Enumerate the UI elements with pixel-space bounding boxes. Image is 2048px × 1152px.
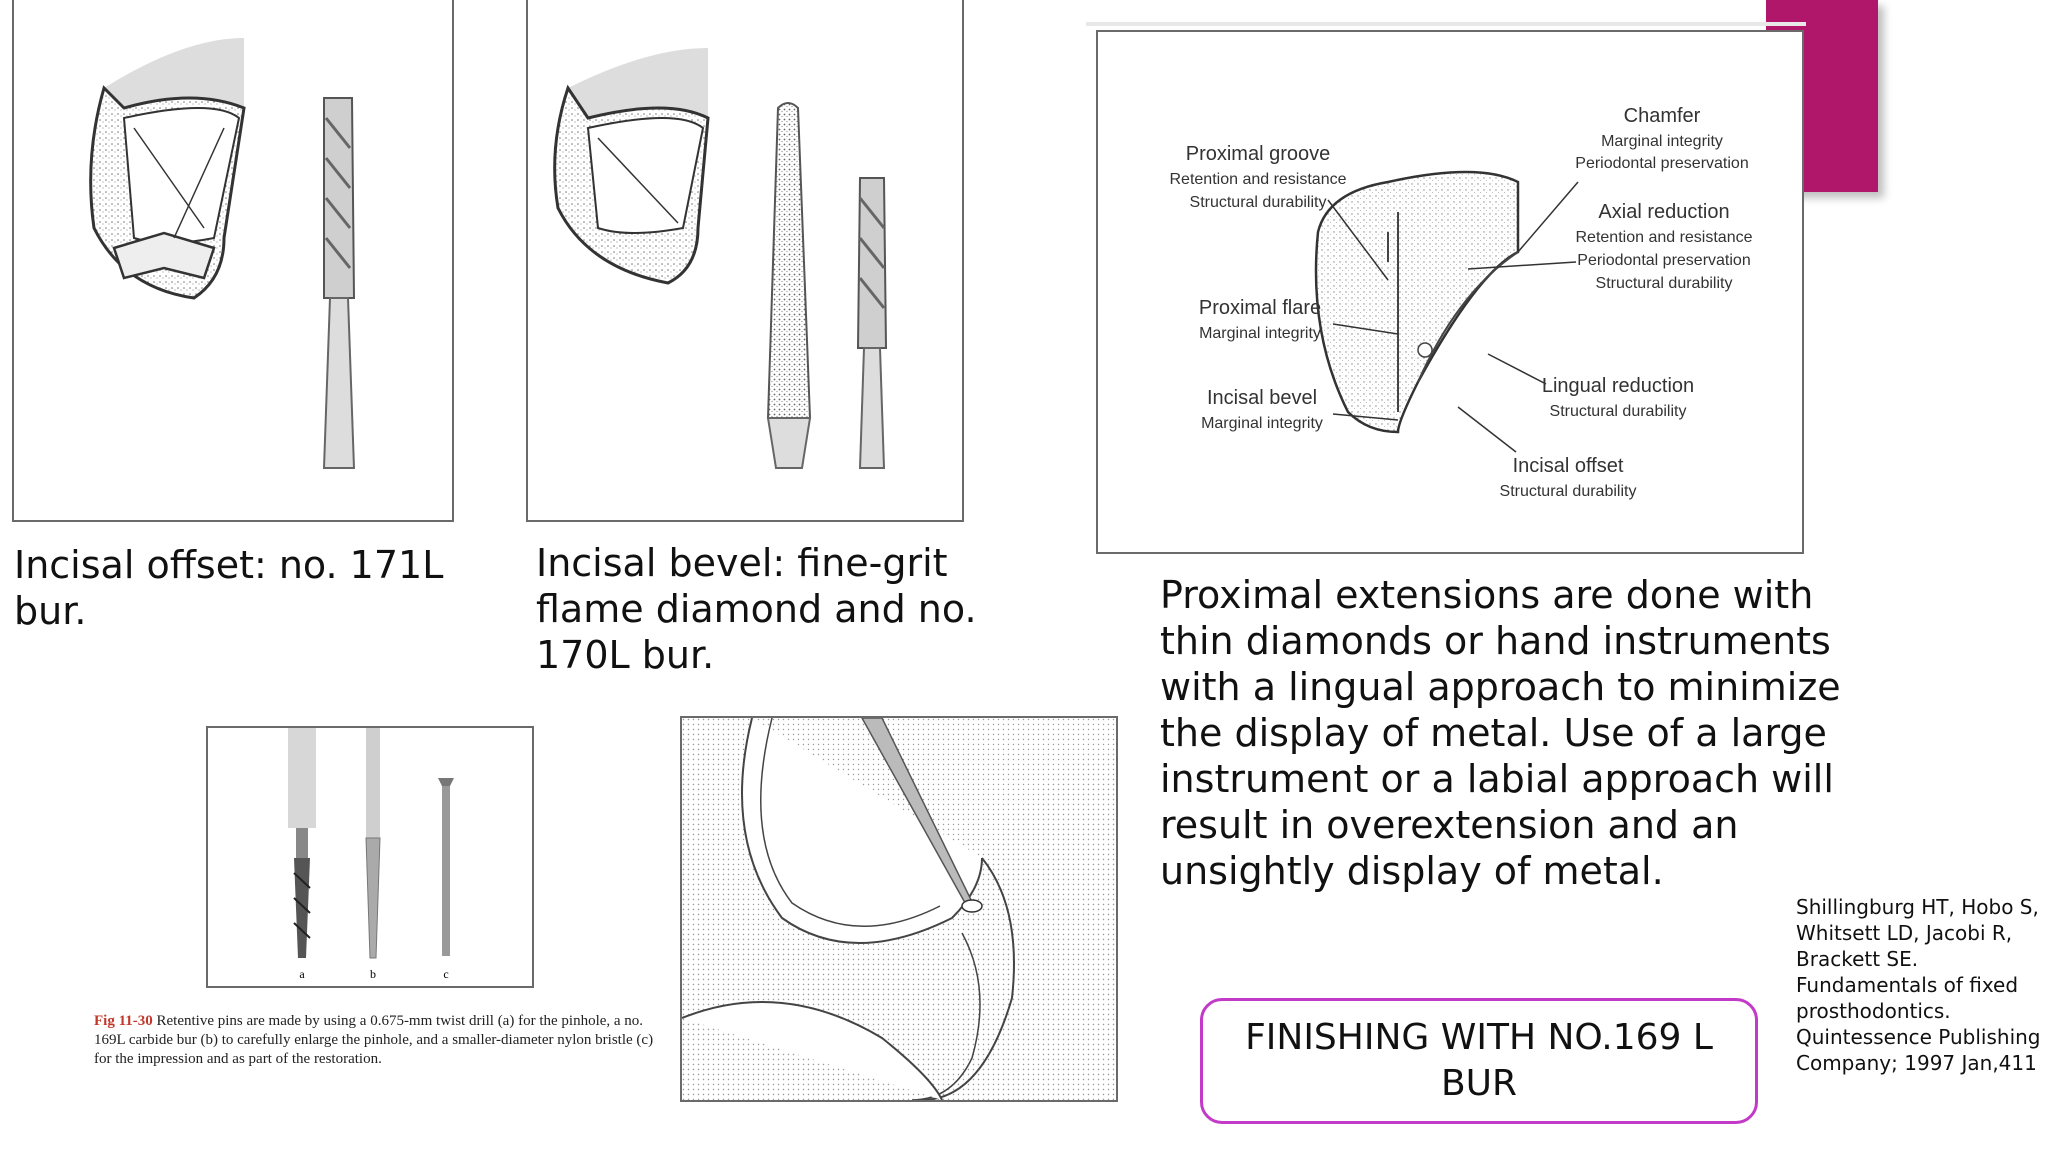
chamfer-title: Chamfer bbox=[1624, 105, 1701, 127]
lingual-reduction-title: Lingual reduction bbox=[1542, 375, 1694, 397]
preparation-diagram-svg: Chamfer Marginal integrity Periodontal p… bbox=[1170, 105, 1753, 500]
axial-reduction-line-1: Retention and resistance bbox=[1576, 229, 1753, 246]
diagram-incisal-bevel-line-1: Marginal integrity bbox=[1201, 415, 1323, 432]
pins-photo: a b c bbox=[288, 728, 454, 981]
incisal-bevel-figure bbox=[526, 0, 964, 522]
pins-figure-caption: Fig 11-30 Retentive pins are made by usi… bbox=[94, 1012, 654, 1069]
pin-label-b: b bbox=[370, 967, 376, 981]
axial-reduction-line-2: Periodontal preservation bbox=[1577, 252, 1750, 269]
incisal-offset-figure bbox=[12, 0, 454, 522]
tooth-bevel-illustration bbox=[553, 48, 888, 469]
proximal-flare-title: Proximal flare bbox=[1199, 297, 1321, 319]
chamfer-line-2: Periodontal preservation bbox=[1575, 155, 1748, 172]
reference-citation: Shillingburg HT, Hobo S, Whitsett LD, Ja… bbox=[1796, 895, 2041, 1075]
finishing-label: FINISHING WITH NO.169 L BUR bbox=[1245, 1017, 1713, 1104]
proximal-groove-title: Proximal groove bbox=[1186, 143, 1331, 165]
finishing-drawing bbox=[681, 717, 1116, 1101]
proximal-extensions-text: Proximal extensions are done with thin d… bbox=[1160, 573, 1841, 893]
incisal-offset-caption: Incisal offset: no. 171L bur. bbox=[14, 543, 444, 633]
incisal-bevel-caption: Incisal bevel: fine-grit flame diamond a… bbox=[536, 541, 977, 677]
finishing-illustration bbox=[680, 716, 1118, 1102]
tooth-offset-illustration bbox=[89, 38, 356, 469]
pin-label-c: c bbox=[443, 967, 448, 981]
pin-label-a: a bbox=[299, 967, 305, 981]
pins-caption-text: Retentive pins are made by using a 0.675… bbox=[94, 1013, 654, 1067]
diagram-incisal-offset-line-1: Structural durability bbox=[1500, 483, 1637, 500]
labeled-preparation-diagram: Chamfer Marginal integrity Periodontal p… bbox=[1086, 22, 1806, 556]
lingual-reduction-line-1: Structural durability bbox=[1550, 403, 1687, 420]
diagram-incisal-bevel-title: Incisal bevel bbox=[1207, 387, 1317, 409]
chamfer-line-1: Marginal integrity bbox=[1601, 133, 1723, 150]
finishing-label-box: FINISHING WITH NO.169 L BUR bbox=[1200, 998, 1758, 1124]
figure-number: Fig 11-30 bbox=[94, 1013, 153, 1029]
axial-reduction-title: Axial reduction bbox=[1598, 201, 1729, 223]
proximal-groove-line-1: Retention and resistance bbox=[1170, 171, 1347, 188]
retentive-pins-figure: a b c bbox=[206, 726, 534, 988]
axial-reduction-line-3: Structural durability bbox=[1596, 275, 1733, 292]
proximal-flare-line-1: Marginal integrity bbox=[1199, 325, 1321, 342]
proximal-groove-line-2: Structural durability bbox=[1190, 194, 1327, 211]
diagram-incisal-offset-title: Incisal offset bbox=[1513, 455, 1624, 477]
